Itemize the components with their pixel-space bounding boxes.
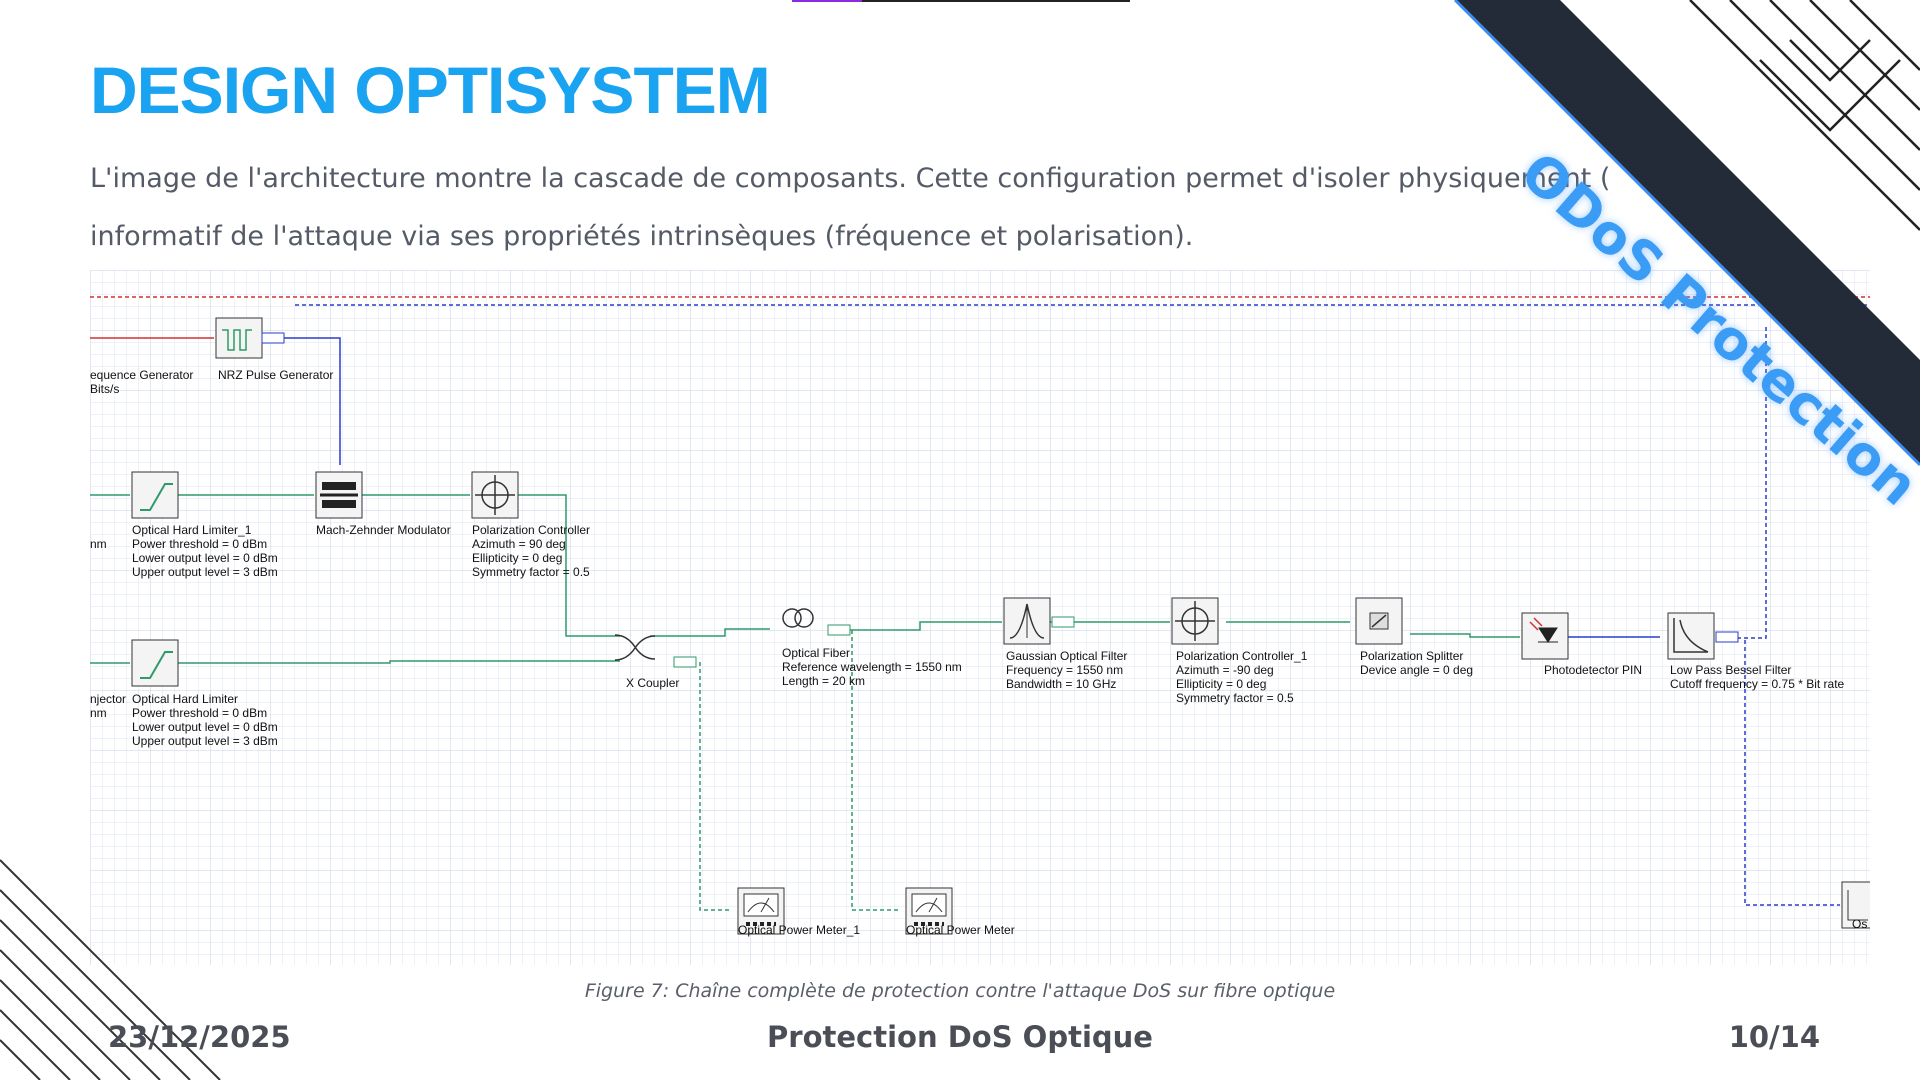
optical-wire-8: [830, 621, 1002, 631]
slide-title: DESIGN OPTISYSTEM: [90, 53, 771, 127]
signal-wire-blue-dashed-right: [1730, 327, 1767, 639]
label-oscilloscope: Os: [1852, 917, 1867, 931]
top-right-pattern: [1689, 0, 1920, 231]
photodetector-pin-block[interactable]: [1521, 612, 1569, 660]
low-pass-bessel-filter-block[interactable]: [1667, 612, 1739, 660]
footer-date: 23/12/2025: [108, 1020, 291, 1054]
optical-wire-dashed-1: [699, 662, 732, 911]
label-mach-zehnder-modulator: Mach-Zehnder Modulator: [316, 523, 451, 537]
optical-power-meter-1-block[interactable]: [737, 887, 785, 935]
optical-wire-11: [1410, 633, 1520, 638]
label-optical-power-meter-1: Optical Power Meter_1: [738, 923, 860, 937]
nrz-pulse-generator-block[interactable]: [215, 317, 285, 359]
diagram-grid: [90, 270, 1870, 965]
x-coupler-block[interactable]: [614, 634, 697, 668]
mach-zehnder-modulator-block[interactable]: [315, 471, 363, 519]
label-x-coupler: X Coupler: [626, 676, 679, 690]
optical-fiber-block[interactable]: [782, 608, 851, 636]
polarization-splitter-block[interactable]: [1355, 597, 1403, 645]
optical-wire-7: [650, 628, 770, 637]
gaussian-optical-filter-block[interactable]: [1003, 597, 1075, 645]
optical-wire-4: [518, 494, 620, 637]
signal-wire-blue: [268, 337, 341, 465]
polarization-controller-block[interactable]: [471, 471, 519, 519]
label-nrz-pulse-generator: NRZ Pulse Generator: [218, 368, 333, 382]
optical-hard-limiter-1-block[interactable]: [131, 471, 179, 519]
footer-title: Protection DoS Optique: [767, 1020, 1153, 1054]
optical-hard-limiter-block[interactable]: [131, 639, 179, 687]
label-optical-power-meter: Optical Power Meter: [906, 923, 1015, 937]
top-progress-accent: [792, 0, 862, 2]
label-left-nm-1: nm: [90, 537, 107, 551]
oscilloscope-block[interactable]: [1841, 881, 1870, 929]
slide-intro-text: L'image de l'architecture montre la casc…: [90, 163, 1611, 252]
optical-wire-6: [178, 660, 620, 664]
optical-wire-dashed-2: [851, 630, 900, 911]
label-photodetector-pin: Photodetector PIN: [1544, 663, 1642, 677]
optical-power-meter-block[interactable]: [905, 887, 953, 935]
footer-page-number: 10/14: [1728, 1020, 1820, 1054]
polarization-controller-1-block[interactable]: [1171, 597, 1219, 645]
top-progress-line: [792, 0, 1130, 2]
figure-caption: Figure 7: Chaîne complète de protection …: [584, 980, 1336, 1002]
